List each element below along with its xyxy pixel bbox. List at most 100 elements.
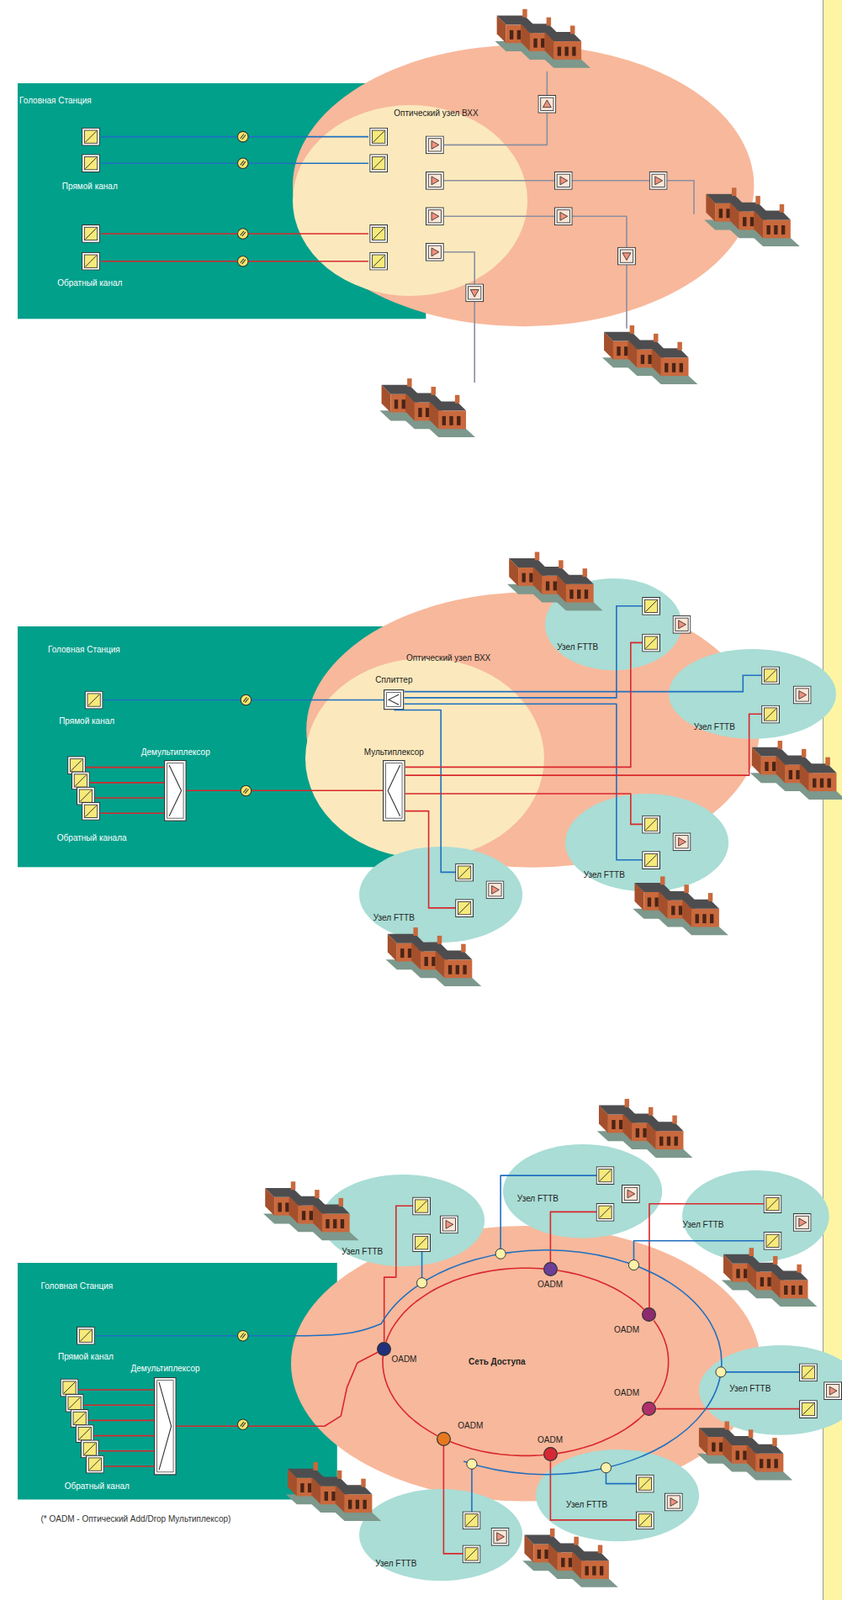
fiber-connector [393, 710, 441, 848]
house-block [769, 1265, 818, 1308]
house-roof [598, 1106, 636, 1116]
ellipse-fill [699, 1345, 842, 1436]
house-window [719, 1443, 723, 1453]
oadm-dot [642, 1308, 657, 1323]
house-window [709, 914, 714, 924]
oadm-circle: OADM [543, 1262, 558, 1277]
forward-ring [95, 1250, 722, 1476]
coax-line [444, 252, 475, 383]
house-chimney [338, 1198, 344, 1208]
fiber-line [633, 1241, 773, 1266]
house-roof [746, 1263, 784, 1273]
house-window [592, 1567, 596, 1577]
house-window [540, 38, 545, 48]
oadm-dot [543, 1263, 557, 1277]
house-roof [533, 566, 571, 577]
fiber-line [90, 782, 165, 784]
house-window [561, 1558, 565, 1568]
device-chevron [387, 765, 401, 817]
transceiver-icon [762, 667, 780, 685]
house-wall [322, 1214, 350, 1234]
house-roof [775, 755, 813, 765]
house-roof [335, 1485, 373, 1495]
ellipse-fill [682, 1170, 830, 1263]
house-window [773, 225, 778, 235]
amplifier-icon [426, 207, 445, 226]
house-window [725, 208, 730, 218]
fiber-line [720, 1371, 809, 1374]
oadm-circle: OADM [641, 1402, 657, 1417]
house-illustration [632, 876, 729, 936]
node-label: Узел FTTB [566, 1500, 608, 1511]
house-roof [646, 1122, 684, 1132]
node-label: Узел FTTB [556, 642, 599, 653]
transceiver-icon [370, 127, 388, 146]
fiber-stub [684, 1203, 774, 1206]
coupler-dot [715, 1367, 726, 1378]
transceiver-icon [642, 598, 661, 616]
house-window [442, 416, 446, 426]
house-chimney [801, 749, 806, 758]
house-roof [622, 1113, 660, 1123]
house-chimney [779, 204, 784, 213]
house-window [702, 914, 706, 924]
house-window [584, 1567, 588, 1577]
transceiver-icon [65, 1394, 84, 1413]
fiber-connector [404, 670, 617, 699]
fiber-connector [386, 1268, 544, 1343]
house-chimney [550, 1529, 555, 1538]
house-roof [746, 1445, 784, 1455]
label-anchor: Прямой канал [85, 1352, 142, 1363]
house-window [517, 30, 521, 40]
fiber-symbol [238, 158, 249, 169]
house-window [418, 407, 422, 418]
house-roof [556, 575, 594, 585]
transceiver-icon [82, 154, 101, 173]
house-window [812, 778, 816, 789]
demultiplexer-box: Демультиплексор [153, 1377, 177, 1476]
house-roof [723, 1255, 761, 1265]
amplifier-icon [621, 1186, 640, 1204]
house-window [584, 589, 588, 599]
house-roof [722, 1436, 760, 1446]
node-label: Головная Станция [47, 645, 121, 656]
node-label: OADM [614, 1325, 640, 1336]
fiber-stub [550, 1470, 645, 1521]
house-window [537, 1550, 541, 1560]
house-window [667, 1137, 671, 1147]
amplifier-icon [672, 833, 691, 852]
house-window [557, 47, 562, 57]
transceiver-icon [635, 1512, 654, 1531]
house-wall [762, 219, 791, 239]
transceiver-icon [84, 691, 103, 710]
fttb-node: Узел FTTB [699, 1345, 842, 1436]
house-window [759, 1459, 763, 1469]
node-outline [153, 1377, 177, 1476]
label-anchor: Обратный канал [90, 278, 155, 289]
house-roof [312, 1205, 350, 1215]
house-roof [287, 1469, 325, 1479]
fiber-symbol [238, 1330, 249, 1341]
fiber-line [100, 162, 369, 165]
house-chimney [431, 386, 436, 396]
house-window [553, 581, 557, 591]
house-window [331, 1492, 335, 1502]
fiber-connector [557, 1414, 645, 1455]
house-window [654, 898, 658, 908]
house-window [664, 363, 668, 373]
fiber-connector [186, 789, 383, 792]
transceiver-icon [462, 1546, 481, 1564]
house-roof [405, 393, 443, 403]
house-window [425, 407, 429, 418]
transceiver-icon [635, 1475, 654, 1494]
house-roof [771, 1270, 809, 1281]
band-fill [17, 1263, 338, 1500]
coax-line [444, 71, 548, 145]
node-label: Узел FTTB [517, 1194, 559, 1205]
house-window [736, 1269, 740, 1279]
house-window [355, 1500, 360, 1510]
optical-node-ellipse: Оптический узел ВХХ [292, 105, 528, 297]
house-chimney [796, 1265, 801, 1274]
house-chimney [337, 1471, 342, 1480]
